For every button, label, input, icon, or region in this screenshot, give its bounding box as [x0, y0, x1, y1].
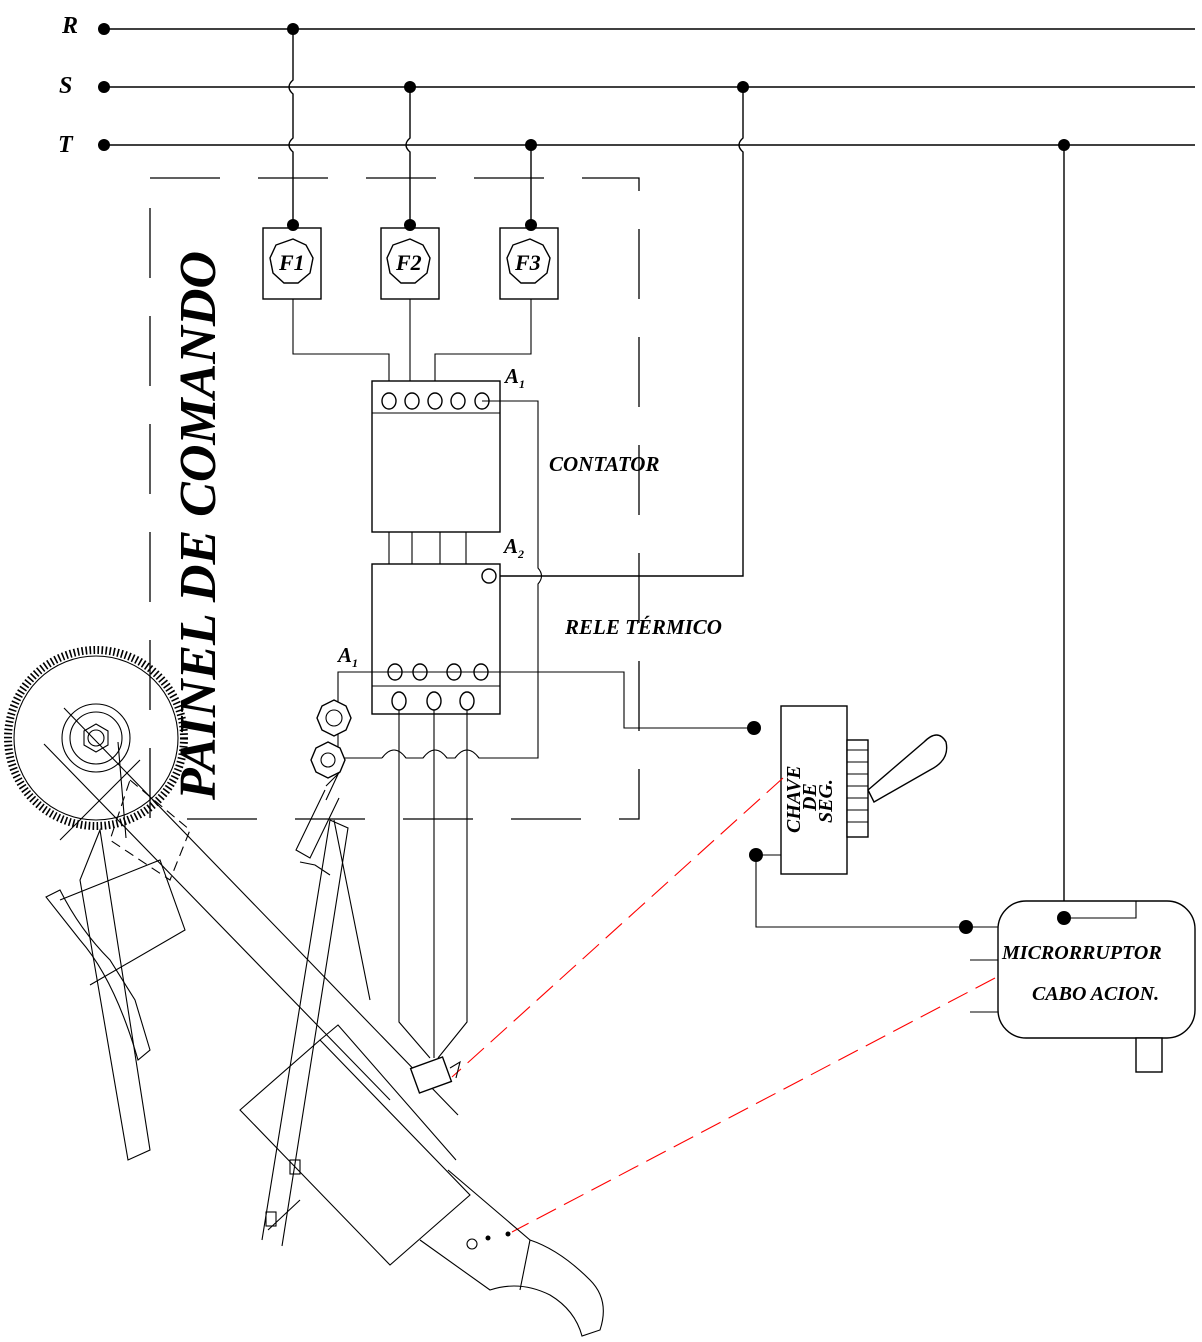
phase-s-label: S: [59, 73, 72, 99]
safety-switch: CHAVE DE SEG.: [747, 705, 948, 875]
relay-a2-label: A2: [502, 534, 524, 561]
fuse-f2-label: F2: [395, 250, 422, 275]
control-panel-title: PAINEL DE COMANDO: [170, 251, 227, 801]
phase-r-label: R: [61, 13, 78, 39]
fuse-f1-icon: [269, 238, 314, 284]
safety-switch-label-line3: SEG.: [815, 779, 837, 823]
relay-a1-label: A1: [336, 643, 358, 670]
fuse-f3-label: F3: [514, 250, 541, 275]
safety-switch-label-line1: CHAVE: [783, 766, 805, 833]
fuse-f2-icon: [386, 238, 431, 284]
relay-label: RELE TÉRMICO: [564, 615, 722, 639]
relay-body: [371, 563, 501, 715]
safety-switch-lever-icon[interactable]: [867, 734, 948, 803]
fuse-f1: F1: [262, 219, 322, 300]
phase-s-terminal: [98, 81, 110, 93]
machine-illustration: [4, 646, 604, 1337]
fuse-f3-icon: [506, 238, 551, 284]
phase-r-terminal: [98, 23, 110, 35]
safety-switch-reference-line: [451, 777, 784, 1078]
thermal-relay: A2 A1 RELE TÉRMICO: [336, 534, 722, 715]
contactor-a1-label: A1: [503, 364, 525, 391]
contactor-label: CONTATOR: [549, 452, 659, 476]
safety-switch-body: [780, 705, 848, 875]
fuse-f2: F2: [380, 219, 440, 300]
control-panel-border: [149, 177, 640, 820]
bus-drops: [287, 23, 1070, 918]
gear-icon: [4, 646, 188, 830]
microswitch-label-line1: MICRORRUPTOR: [1001, 942, 1162, 964]
fuse-f1-label: F1: [278, 250, 305, 275]
phase-t-label: T: [58, 132, 74, 158]
phase-lines: R S T: [58, 13, 1195, 158]
microswitch-label-line2: CABO ACION.: [1032, 983, 1159, 1005]
phase-t-terminal: [98, 139, 110, 151]
contactor: A1 CONTATOR: [371, 364, 659, 564]
microswitch-reference-line: [511, 977, 996, 1233]
microswitch-body: [997, 900, 1196, 1039]
microswitch: MICRORRUPTOR CABO ACION.: [970, 900, 1196, 1073]
fuse-f3: F3: [499, 219, 559, 300]
safety-switch-label-line2: DE: [799, 783, 821, 812]
